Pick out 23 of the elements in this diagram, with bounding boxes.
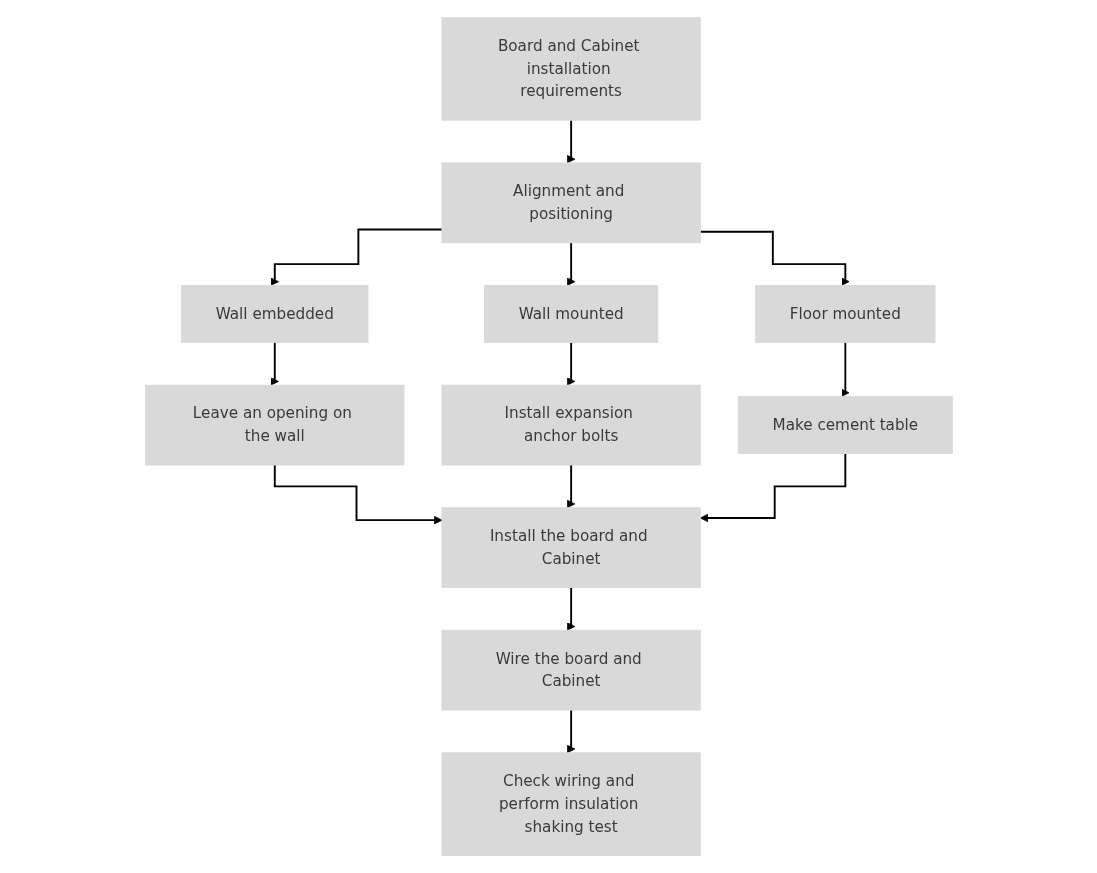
node-box: Install the board and Cabinet [441, 507, 701, 588]
arrow [840, 341, 850, 397]
node-box: Wall mounted [483, 285, 658, 343]
arrow [273, 464, 442, 525]
node-box: Floor mounted [754, 285, 935, 343]
arrow [566, 341, 575, 386]
node-box: Leave an opening on the wall [144, 384, 404, 466]
node-box: Install expansion anchor bolts [441, 384, 701, 466]
arrow [698, 230, 850, 286]
arrow [270, 341, 279, 386]
arrow [566, 464, 575, 509]
node-box: Board and Cabinet installation requirements [441, 17, 701, 121]
node-box: Wire the board and Cabinet [441, 629, 701, 711]
arrow [566, 709, 575, 754]
arrow [699, 452, 846, 523]
node-box: Wall embedded [180, 285, 368, 343]
arrow [566, 119, 575, 164]
node-box: Alignment and positioning [441, 162, 701, 244]
node-box: Make cement table [737, 396, 953, 455]
arrow [270, 228, 443, 286]
arrow [566, 241, 575, 286]
arrow [566, 586, 575, 631]
node-box: Check wiring and perform insulation shaking test [441, 752, 701, 856]
